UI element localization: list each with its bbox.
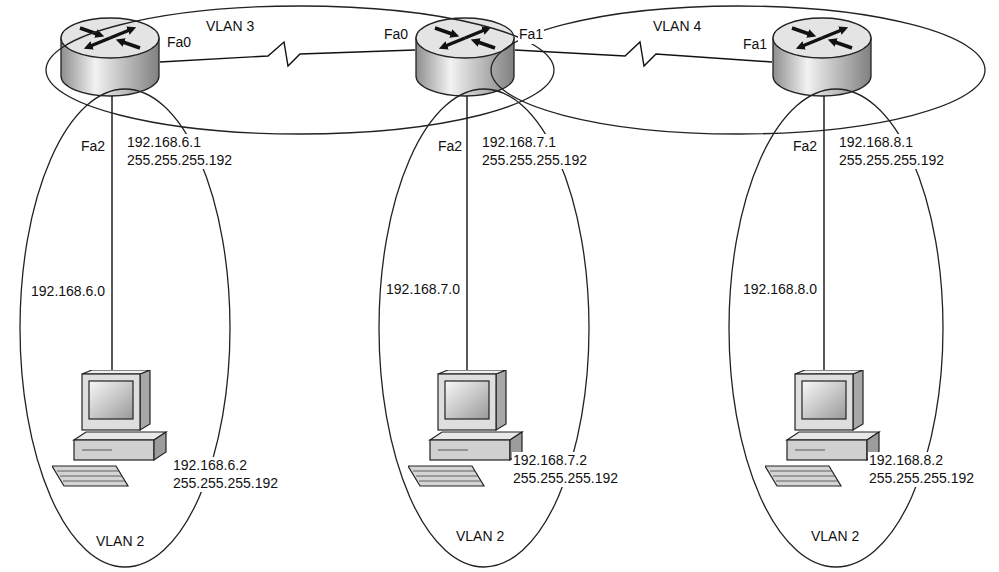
vlan-ellipse: 192.168.6.1 255.255.255.192192.168.6.019… — [19, 88, 231, 568]
port-label: Fa2 — [437, 138, 463, 156]
port-label: Fa1 — [742, 36, 768, 54]
vlan-ellipse: 192.168.8.1 255.255.255.192192.168.8.019… — [728, 88, 944, 568]
network-address: 192.168.7.0 — [385, 281, 461, 299]
ip-address: 192.168.6.2 255.255.255.192 — [172, 457, 279, 492]
vlan-label: VLAN 2 — [455, 528, 505, 546]
ip-address: 192.168.8.2 255.255.255.192 — [868, 452, 975, 487]
vlan-ellipse: VLAN 4 — [490, 5, 986, 135]
ip-address: 192.168.7.2 255.255.255.192 — [512, 452, 619, 487]
vlan-label: VLAN 2 — [95, 533, 145, 551]
port-label: Fa0 — [383, 26, 409, 44]
ip-address: 192.168.7.1 255.255.255.192 — [481, 134, 588, 169]
vlan-ellipse: VLAN 3 — [45, 5, 555, 135]
vlan-label: VLAN 4 — [652, 18, 702, 36]
port-label: Fa2 — [792, 138, 818, 156]
network-address: 192.168.6.0 — [30, 283, 106, 301]
vlan-label: VLAN 2 — [810, 528, 860, 546]
ellipse-outline — [45, 5, 555, 135]
ip-address: 192.168.6.1 255.255.255.192 — [126, 134, 233, 169]
vlan-ellipse: 192.168.7.1 255.255.255.192192.168.7.019… — [378, 88, 590, 568]
port-label: Fa1 — [518, 26, 544, 44]
port-label: Fa2 — [80, 138, 106, 156]
network-address: 192.168.8.0 — [742, 281, 818, 299]
port-label: Fa0 — [166, 34, 192, 52]
ip-address: 192.168.8.1 255.255.255.192 — [838, 134, 945, 169]
vlan-label: VLAN 3 — [205, 18, 255, 36]
ellipse-outline — [490, 5, 986, 135]
